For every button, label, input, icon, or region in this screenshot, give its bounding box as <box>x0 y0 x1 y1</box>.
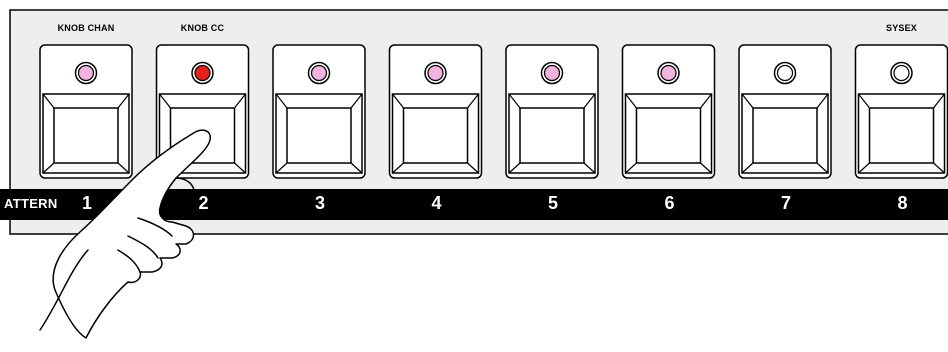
led-pink-icon <box>79 66 94 81</box>
led-pink-icon <box>661 66 676 81</box>
step-number-3: 3 <box>315 193 325 214</box>
led-pink-icon <box>312 66 327 81</box>
step-number-4: 4 <box>431 193 441 214</box>
led-red-icon <box>195 66 210 81</box>
led-off-icon <box>894 66 909 81</box>
key-cap-face <box>404 108 468 163</box>
step-number-7: 7 <box>781 193 791 214</box>
step-number-1: 1 <box>82 193 92 214</box>
led-off-icon <box>778 66 793 81</box>
step-button-4[interactable] <box>390 45 482 178</box>
button-label-8: SYSEX <box>886 23 917 33</box>
key-cap-face <box>520 108 584 163</box>
step-button-8[interactable] <box>856 45 948 178</box>
step-button-7[interactable] <box>739 45 831 178</box>
key-cap-face <box>637 108 701 163</box>
step-button-5[interactable] <box>506 45 598 178</box>
key-cap-face <box>287 108 351 163</box>
step-number-8: 8 <box>897 193 907 214</box>
key-cap-face <box>870 108 934 163</box>
pattern-row-label: ATTERN <box>4 196 58 211</box>
led-pink-icon <box>428 66 443 81</box>
button-label-1: KNOB CHAN <box>58 23 115 33</box>
step-number-2: 2 <box>198 193 208 214</box>
step-button-3[interactable] <box>273 45 365 178</box>
step-button-6[interactable] <box>623 45 715 178</box>
led-pink-icon <box>545 66 560 81</box>
button-label-2: KNOB CC <box>181 23 224 33</box>
key-cap-face <box>54 108 118 163</box>
step-button-1[interactable] <box>40 45 132 178</box>
step-number-6: 6 <box>664 193 674 214</box>
step-number-5: 5 <box>548 193 558 214</box>
key-cap-face <box>753 108 817 163</box>
